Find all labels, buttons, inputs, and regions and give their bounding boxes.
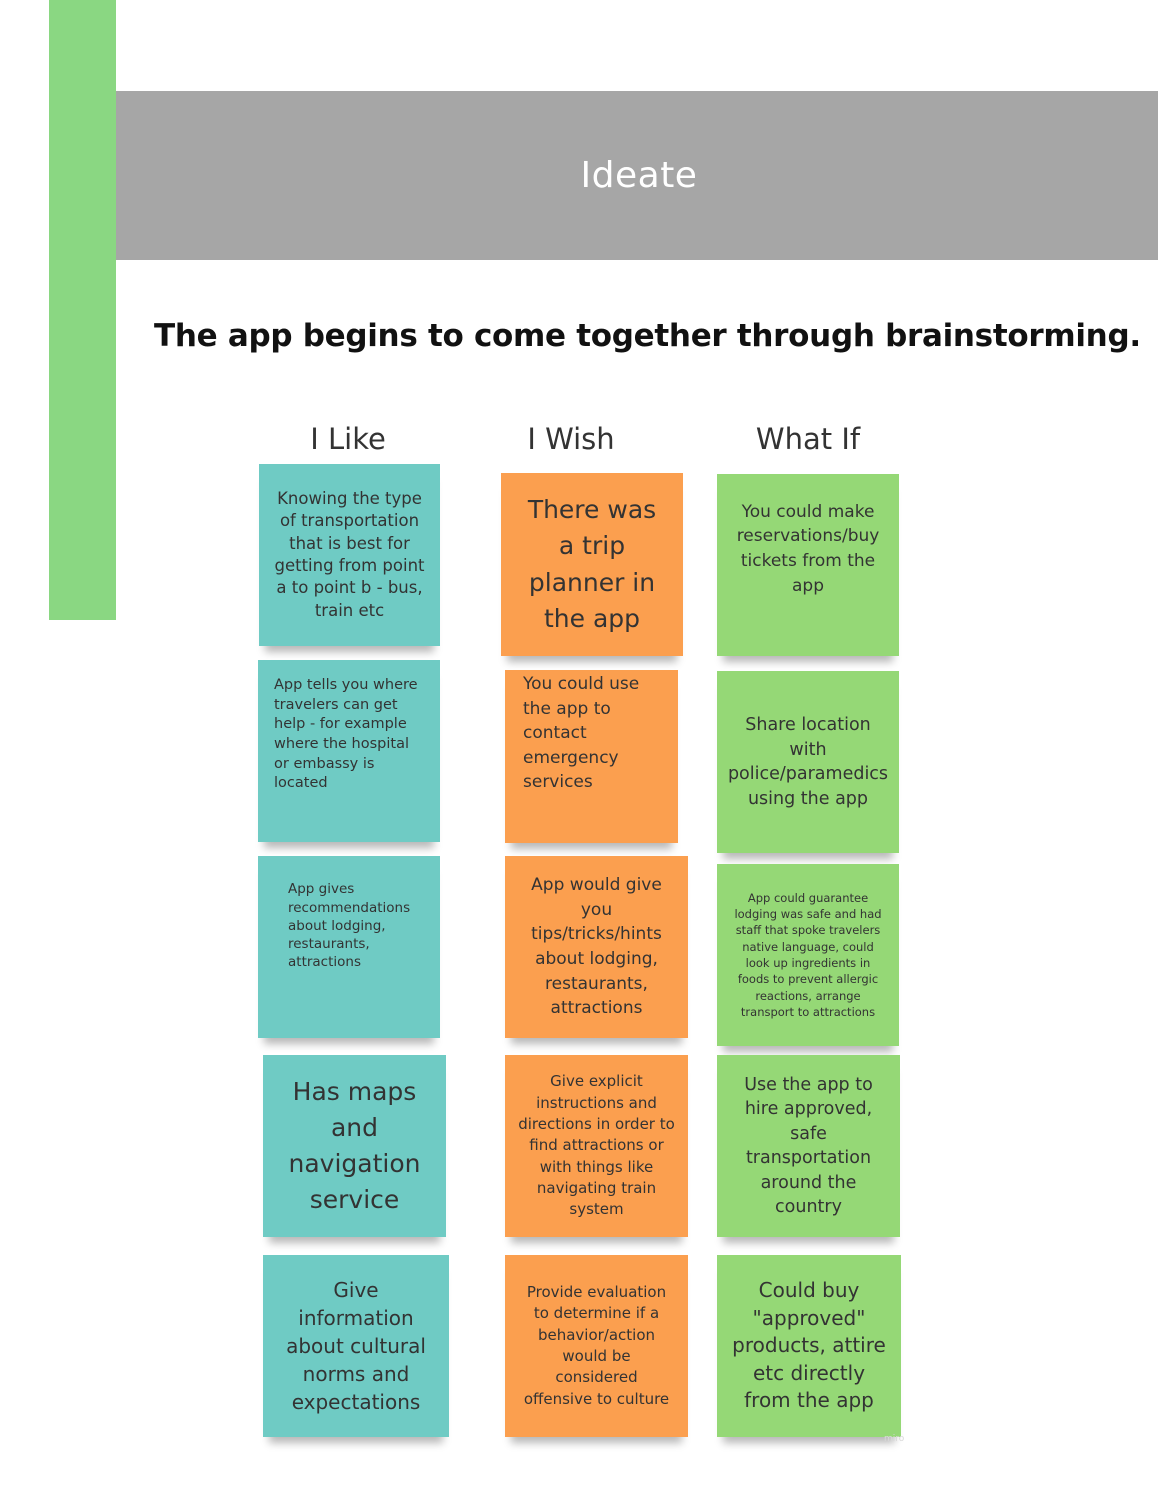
sticky-note: Knowing the type of transportation that …: [259, 464, 440, 646]
section-banner: Ideate: [116, 91, 1158, 260]
column-header-what-if: What If: [755, 422, 861, 456]
sticky-note: Give explicit instructions and direction…: [505, 1055, 688, 1237]
sticky-note: There was a trip planner in the app: [501, 473, 683, 656]
sticky-note: App would give you tips/tricks/hints abo…: [505, 856, 688, 1038]
sticky-note-text: Provide evaluation to determine if a beh…: [523, 1283, 670, 1408]
sticky-note-text: App tells you where travelers can get he…: [274, 677, 418, 792]
sticky-note: Could buy "approved" products, attire et…: [717, 1255, 901, 1437]
sticky-note: App could guarantee lodging was safe and…: [717, 864, 899, 1046]
sticky-note: Give information about cultural norms an…: [263, 1255, 449, 1437]
sticky-note-text: Share location with police/paramedics us…: [727, 715, 889, 809]
column-header-i-like: I Like: [310, 422, 386, 456]
sticky-note: Provide evaluation to determine if a beh…: [505, 1255, 688, 1437]
sticky-note-text: App gives recommendations about lodging,…: [288, 881, 411, 971]
miro-watermark: miro: [884, 1434, 905, 1444]
page-subtitle: The app begins to come together through …: [154, 318, 1141, 354]
sticky-note-text: App would give you tips/tricks/hints abo…: [531, 875, 662, 1019]
sticky-note-text: You could use the app to contact emergen…: [523, 673, 640, 793]
sticky-note-text: Use the app to hire approved, safe trans…: [744, 1074, 873, 1218]
sticky-note: Has maps and navigation service: [263, 1055, 446, 1237]
sticky-note-text: Give information about cultural norms an…: [286, 1278, 426, 1414]
sticky-note-text: Has maps and navigation service: [288, 1076, 421, 1215]
sticky-note-text: Knowing the type of transportation that …: [274, 489, 425, 620]
sticky-note: You could make reservations/buy tickets …: [717, 474, 899, 656]
section-title: Ideate: [580, 155, 698, 196]
sticky-note: App gives recommendations about lodging,…: [258, 856, 440, 1038]
sticky-note: Use the app to hire approved, safe trans…: [717, 1055, 900, 1237]
accent-bar: [49, 0, 116, 620]
sticky-note-text: Could buy "approved" products, attire et…: [732, 1278, 886, 1413]
sticky-note-text: There was a trip planner in the app: [527, 495, 657, 633]
sticky-note-text: You could make reservations/buy tickets …: [736, 501, 880, 596]
sticky-note: App tells you where travelers can get he…: [258, 660, 440, 842]
sticky-note-text: Give explicit instructions and direction…: [518, 1072, 675, 1219]
sticky-note-text: App could guarantee lodging was safe and…: [734, 890, 882, 1019]
sticky-note: You could use the app to contact emergen…: [505, 670, 678, 843]
column-header-i-wish: I Wish: [527, 422, 615, 456]
sticky-note: Share location with police/paramedics us…: [717, 671, 899, 853]
